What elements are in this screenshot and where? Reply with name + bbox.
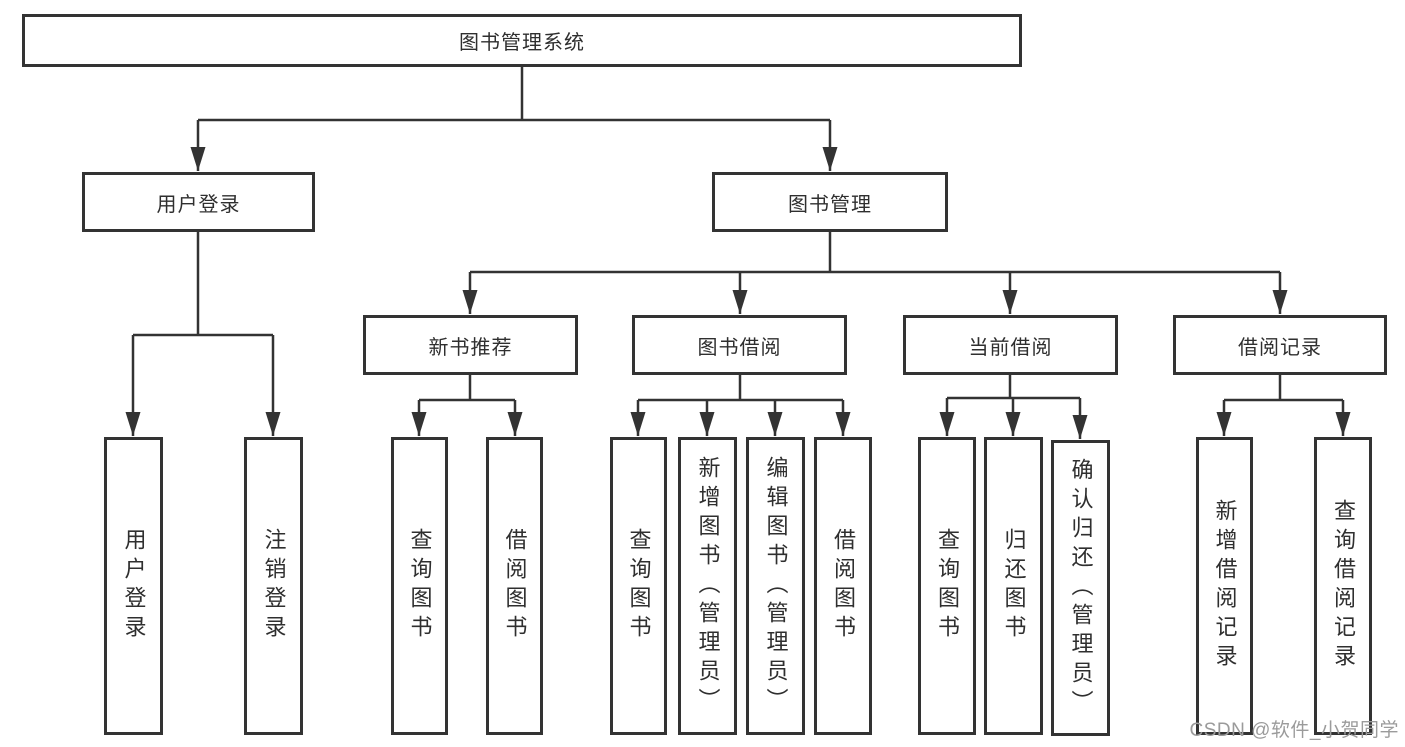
leaf-add-borrow-record: 新增借阅记录 [1196,437,1253,735]
leaf-add-book-admin-label: 新增图书（管理员） [695,455,721,717]
leaf-user-login: 用户登录 [104,437,163,735]
leaf-borrow-books-borrowing: 借阅图书 [814,437,872,735]
node-borrow-records: 借阅记录 [1173,315,1387,375]
leaf-query-books-borrowing: 查询图书 [610,437,667,735]
leaf-query-books-current: 查询图书 [918,437,976,735]
leaf-add-borrow-record-label: 新增借阅记录 [1212,499,1238,673]
csdn-watermark: CSDN @软件_小贺同学 [1189,720,1399,741]
leaf-edit-book-admin: 编辑图书（管理员） [746,437,805,735]
leaf-borrow-books-recommend: 借阅图书 [486,437,543,735]
leaf-logout-label: 注销登录 [261,528,287,644]
leaf-query-books-borrowing-label: 查询图书 [626,528,652,644]
node-book-borrowing: 图书借阅 [632,315,847,375]
leaf-query-books-recommend: 查询图书 [391,437,448,735]
leaf-user-login-label: 用户登录 [121,528,147,644]
leaf-borrow-books-borrowing-label: 借阅图书 [831,528,856,644]
leaf-query-books-recommend-label: 查询图书 [407,528,433,644]
node-root-system: 图书管理系统 [22,14,1022,67]
leaf-edit-book-admin-label: 编辑图书（管理员） [763,455,789,717]
leaf-return-book: 归还图书 [984,437,1043,735]
node-new-book-recommend: 新书推荐 [363,315,578,375]
leaf-confirm-return-admin: 确认归还（管理员） [1051,440,1110,736]
leaf-logout: 注销登录 [244,437,303,735]
node-current-borrowing: 当前借阅 [903,315,1118,375]
leaf-query-books-current-label: 查询图书 [935,528,960,644]
leaf-return-book-label: 归还图书 [1001,528,1027,644]
leaf-query-borrow-record-label: 查询借阅记录 [1331,499,1356,673]
leaf-confirm-return-admin-label: 确认归还（管理员） [1068,457,1094,719]
node-user-login: 用户登录 [82,172,315,232]
leaf-add-book-admin: 新增图书（管理员） [678,437,737,735]
leaf-borrow-books-recommend-label: 借阅图书 [502,528,528,644]
node-book-management: 图书管理 [712,172,948,232]
leaf-query-borrow-record: 查询借阅记录 [1314,437,1372,735]
